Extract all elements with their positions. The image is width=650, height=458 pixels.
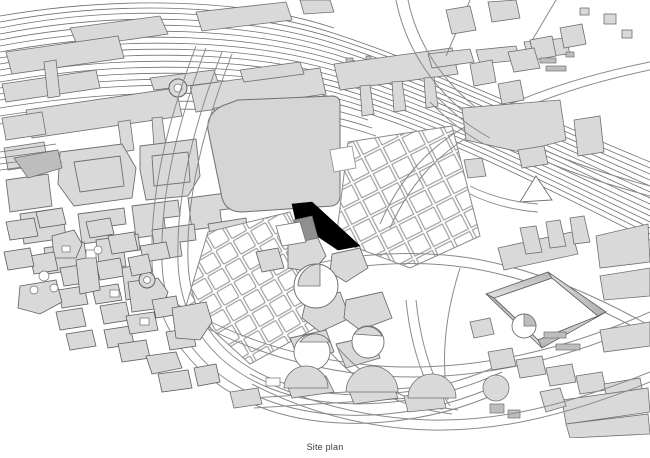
east-buildings xyxy=(445,0,633,179)
south-east-structures xyxy=(469,215,650,438)
grid-block-east xyxy=(335,125,481,269)
town-roundel-core xyxy=(143,276,151,284)
project-building-forecourt xyxy=(275,221,307,247)
interchange-kiosk xyxy=(265,377,281,387)
roundabout-shade xyxy=(523,313,537,327)
town-small-structures xyxy=(29,245,150,326)
central-arc-shading xyxy=(297,263,383,343)
perimeter-block-housing xyxy=(1,35,571,171)
circular-plot xyxy=(482,374,510,402)
east-small-marks xyxy=(539,51,575,72)
large-plaza-block xyxy=(207,95,341,213)
figure-caption: Site plan xyxy=(306,442,344,452)
interchange-sector-shading xyxy=(283,365,457,399)
highlighted-project-building[interactable] xyxy=(291,201,361,251)
south-east-small-marks xyxy=(489,331,581,419)
historic-town-fabric xyxy=(3,207,221,393)
town-spire-base xyxy=(127,253,153,277)
grid-block-east-edge xyxy=(329,145,357,173)
east-triangle-plot xyxy=(519,175,553,203)
rail-spur-platform xyxy=(13,149,63,179)
north-east-lanes xyxy=(429,95,539,213)
